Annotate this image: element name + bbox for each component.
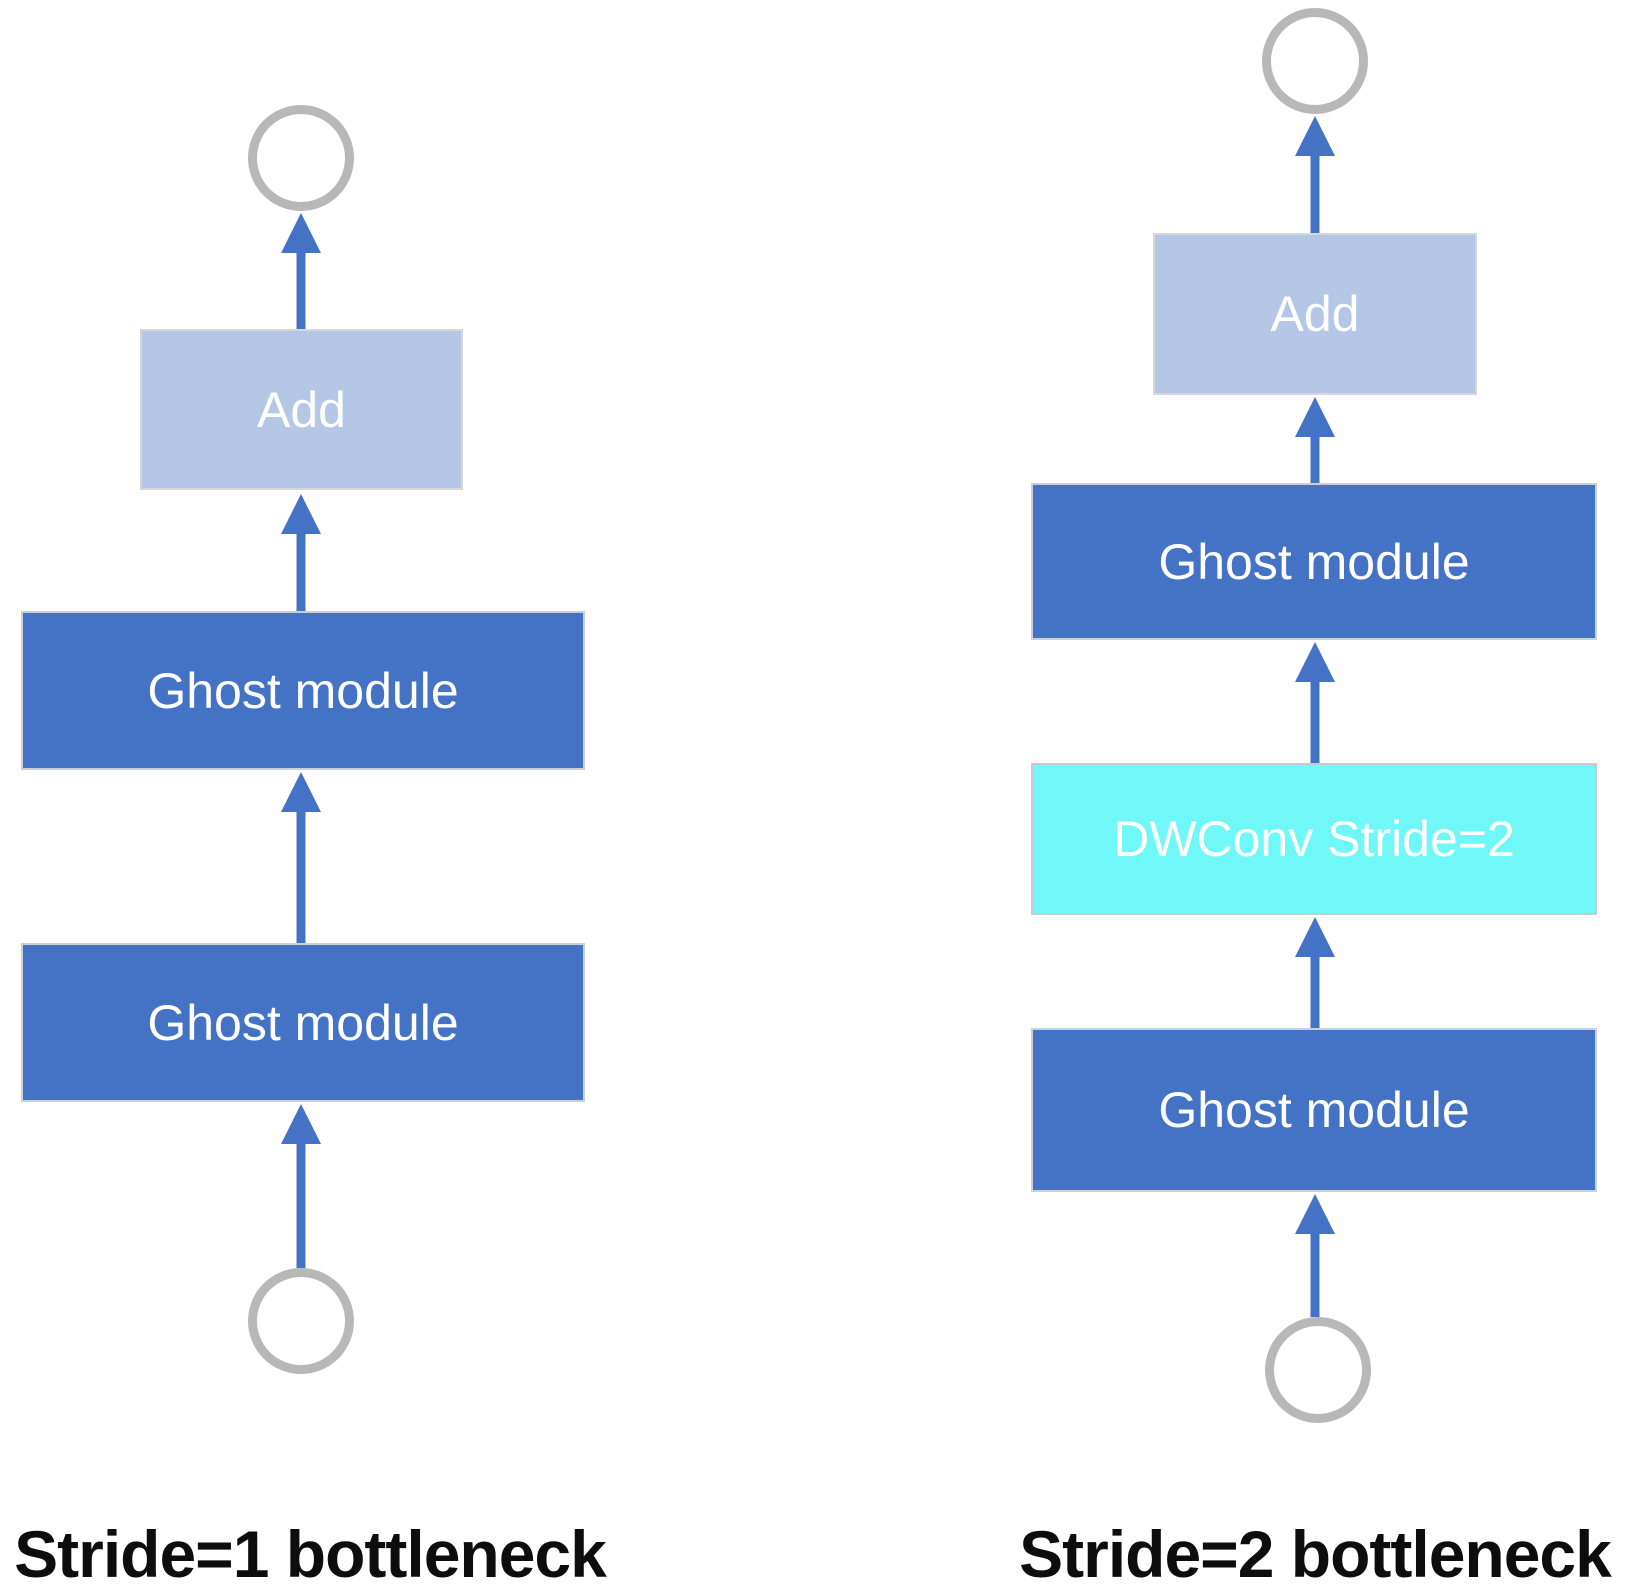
up-arrow-icon [1295, 917, 1335, 1028]
up-arrow-icon [281, 772, 321, 943]
up-arrow-icon [281, 213, 321, 329]
up-arrow-icon [1295, 397, 1335, 483]
ghost-module-top-box: Ghost module [21, 611, 585, 770]
caption-stride2: Stride=2 bottleneck [1019, 1517, 1612, 1591]
ghost-module-top-box: Ghost module [1031, 483, 1597, 640]
add-box: Add [140, 329, 463, 490]
ghost-module-label: Ghost module [1158, 1082, 1470, 1138]
up-arrow-icon [281, 1104, 321, 1268]
ghost-module-bottom-box: Ghost module [1031, 1028, 1597, 1192]
input-circle [1265, 1317, 1371, 1423]
ghost-module-label: Ghost module [147, 662, 459, 719]
up-arrow-icon [1295, 1194, 1335, 1317]
dwconv-stride2-box: DWConv Stride=2 [1031, 763, 1597, 915]
ghost-module-label: Ghost module [147, 994, 459, 1051]
up-arrow-icon [281, 494, 321, 611]
input-circle [248, 1268, 354, 1374]
up-arrow-icon [1295, 642, 1335, 763]
output-circle [1262, 8, 1368, 114]
dwconv-label: DWConv Stride=2 [1113, 811, 1515, 867]
up-arrow-icon [1295, 116, 1335, 233]
ghost-module-bottom-box: Ghost module [21, 943, 585, 1102]
ghost-module-label: Ghost module [1158, 533, 1470, 590]
output-circle [248, 105, 354, 211]
add-label: Add [257, 381, 346, 438]
caption-stride1: Stride=1 bottleneck [14, 1517, 607, 1591]
add-label: Add [1270, 286, 1360, 342]
add-box: Add [1153, 233, 1477, 395]
